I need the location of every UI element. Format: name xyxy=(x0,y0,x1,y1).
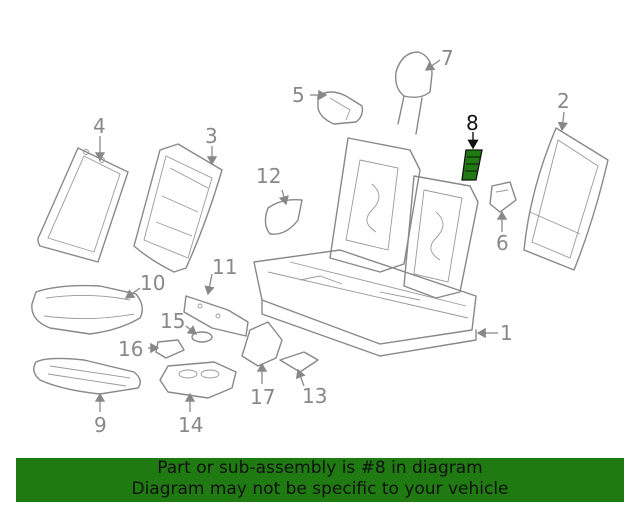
leader-15 xyxy=(185,325,198,335)
callout-6: 6 xyxy=(496,231,509,255)
part-7-headrest xyxy=(394,51,433,135)
part-1-seat-frame xyxy=(253,137,479,357)
callout-11: 11 xyxy=(212,255,237,279)
callout-5: 5 xyxy=(292,83,305,107)
callout-1: 1 xyxy=(500,321,513,345)
callout-4: 4 xyxy=(93,114,106,138)
part-14-armrest xyxy=(159,361,237,399)
callout-16: 16 xyxy=(118,337,143,361)
callout-10: 10 xyxy=(140,271,165,295)
leader-2 xyxy=(557,111,569,132)
callout-13: 13 xyxy=(302,384,327,408)
leader-11 xyxy=(204,273,215,296)
callout-17: 17 xyxy=(250,385,275,409)
part-5-guide xyxy=(317,91,364,125)
part-9-cushion-cover xyxy=(33,357,141,395)
leader-10 xyxy=(124,287,141,299)
part-11-trim xyxy=(183,295,249,337)
leader-13 xyxy=(295,368,306,387)
part-15-ring xyxy=(191,331,213,343)
part-info-banner: Part or sub-assembly is #8 in diagram Di… xyxy=(16,458,624,502)
leader-7 xyxy=(424,59,441,71)
callout-14: 14 xyxy=(178,413,203,437)
callout-8: 8 xyxy=(466,111,479,135)
part-16-insert xyxy=(155,339,185,359)
part-6-clip xyxy=(489,181,517,213)
callout-9: 9 xyxy=(94,413,107,437)
callout-15: 15 xyxy=(160,309,185,333)
part-4-seatback-pad xyxy=(37,147,129,263)
banner-line-2: Diagram may not be specific to your vehi… xyxy=(131,479,509,499)
callout-7: 7 xyxy=(441,46,454,70)
callout-2: 2 xyxy=(557,89,570,113)
part-10-cushion-pad xyxy=(31,284,143,335)
part-3-seatback-cover xyxy=(133,143,223,273)
part-13-bracket xyxy=(279,351,319,373)
part-2-back-panel xyxy=(523,127,609,271)
part-17-bracket xyxy=(241,321,283,367)
callout-12: 12 xyxy=(256,164,281,188)
part-8-highlighted xyxy=(461,149,483,181)
part-12-bracket xyxy=(264,198,303,235)
leader-12 xyxy=(278,189,289,206)
callout-3: 3 xyxy=(205,124,218,148)
banner-line-1: Part or sub-assembly is #8 in diagram xyxy=(157,458,483,478)
